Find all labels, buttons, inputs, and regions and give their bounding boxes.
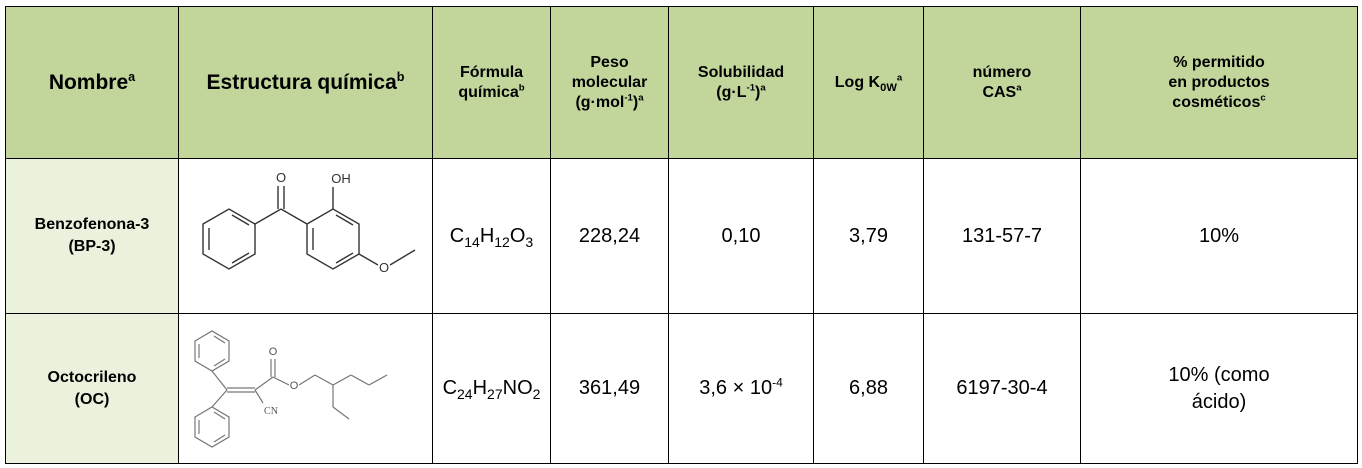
table-row: Benzofenona-3(BP-3) xyxy=(5,158,1358,314)
header-solubilidad: Solubilidad(g·L-1)a xyxy=(668,6,814,159)
logk-cell: 6,88 xyxy=(813,313,924,464)
table-row: Octocrileno(OC) xyxy=(5,313,1358,464)
compound-name: Benzofenona-3(BP-3) xyxy=(5,158,179,314)
permitido-cell: 10% xyxy=(1080,158,1358,314)
carbonyl-oxygen-label: O xyxy=(269,346,278,358)
methoxy-oxygen-label: O xyxy=(379,260,389,275)
solubilidad-cell: 3,6 × 10-4 xyxy=(668,313,814,464)
benzophenone-3-structure: O OH O xyxy=(202,170,416,275)
nitrile-label: CN xyxy=(264,406,278,417)
cas-cell: 131-57-7 xyxy=(923,158,1081,314)
compound-name: Octocrileno(OC) xyxy=(5,313,179,464)
cas-cell: 6197-30-4 xyxy=(923,313,1081,464)
header-nombre: Nombrea xyxy=(5,6,179,159)
logk-cell: 3,79 xyxy=(813,158,924,314)
peso-cell: 228,24 xyxy=(550,158,669,314)
solubilidad-cell: 0,10 xyxy=(668,158,814,314)
oxygen-label: O xyxy=(276,170,286,185)
formula-cell: C14H12O3 xyxy=(432,158,551,314)
chemical-structure: O O CN xyxy=(178,313,433,464)
peso-cell: 361,49 xyxy=(550,313,669,464)
ester-oxygen-label: O xyxy=(290,380,299,392)
header-logk: Log K0Wa xyxy=(813,6,924,159)
octocrylene-structure: O O CN xyxy=(194,329,388,448)
hydroxyl-label: OH xyxy=(331,171,351,186)
formula-cell: C24H27NO2 xyxy=(432,313,551,464)
chemical-structure: O OH O xyxy=(178,158,433,314)
header-estructura: Estructura químicab xyxy=(178,6,433,159)
